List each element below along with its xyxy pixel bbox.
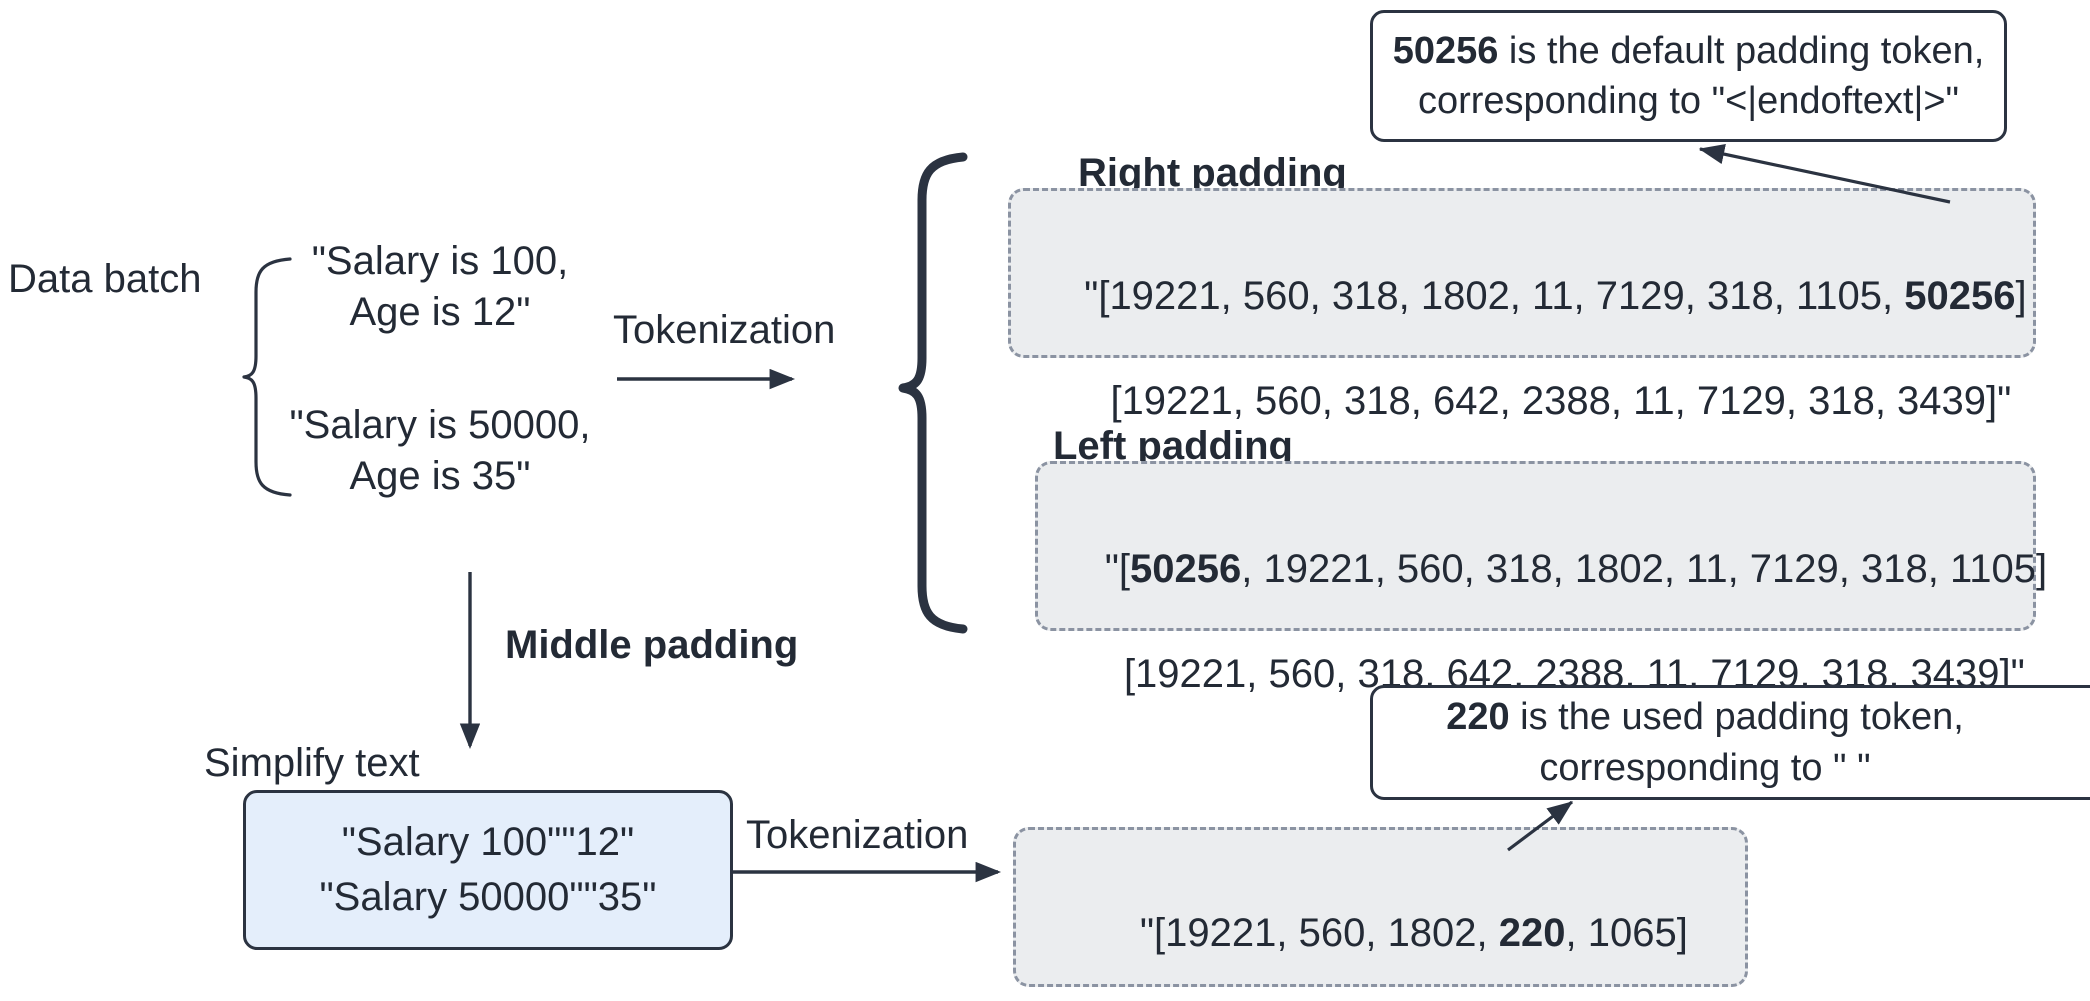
callout-bottom-line2: corresponding to " " [1539, 746, 1871, 789]
middle-padding-line1-post: , 1065] [1565, 910, 1688, 955]
middle-padding-token-highlight: 220 [1498, 910, 1566, 955]
simplified-text-box: "Salary 100""12" "Salary 50000""35" [243, 790, 733, 950]
callout-bottom-bold: 220 [1446, 696, 1510, 739]
callout-top-text: 50256 is the default padding token, corre… [1393, 26, 1985, 126]
tokenization-label-bottom: Tokenization [746, 813, 969, 857]
data-sample-2: "Salary is 50000, Age is 35" [289, 403, 591, 499]
simplify-text-label: Simplify text [204, 741, 420, 785]
callout-top-line2: corresponding to "<|endoftext|>" [1417, 80, 1960, 122]
callout-default-padding-token: 50256 is the default padding token, corre… [1370, 10, 2007, 142]
left-padding-line1-post: , 19221, 560, 318, 1802, 11, 7129, 318, … [1241, 546, 2048, 591]
right-padding-line2: [19221, 560, 318, 642, 2388, 11, 7129, 3… [1099, 379, 2012, 424]
data-sample-1: "Salary is 100, Age is 12" [311, 239, 569, 335]
left-padding-line1-pre: "[ [1104, 546, 1130, 591]
callout-bottom-text: 220 is the used padding token, correspond… [1446, 692, 2034, 792]
left-padding-token-box: "[50256, 19221, 560, 318, 1802, 11, 7129… [1035, 461, 2047, 696]
right-padding-tokens: "[19221, 560, 318, 1802, 11, 7129, 318, … [1011, 217, 2033, 481]
right-padding-token-highlight: 50256 [1904, 273, 2016, 318]
data-batch-label: Data batch [8, 257, 202, 301]
tokenization-label-top: Tokenization [613, 308, 836, 352]
middle-padding-tokens: "[19221, 560, 1802, 220, 1065] [19221, 5… [1016, 854, 1745, 1001]
right-padding-line1-pre: "[19221, 560, 318, 1802, 11, 7129, 318, … [1084, 273, 1905, 318]
simplified-text-value: "Salary 100""12" "Salary 50000""35" [319, 819, 657, 919]
callout-top-rest: is the default padding token, [1498, 29, 1985, 72]
middle-padding-line1-pre: "[19221, 560, 1802, [1139, 910, 1499, 955]
padding-group-brace [898, 152, 968, 634]
callout-bottom-rest: is the used padding token, [1509, 696, 1964, 739]
right-padding-heading: Right padding [1078, 151, 1347, 195]
callout-used-padding-token: 220 is the used padding token, correspond… [1370, 685, 2090, 800]
middle-padding-label: Middle padding [505, 623, 799, 667]
middle-padding-token-box: "[19221, 560, 1802, 220, 1065] [19221, 5… [1013, 827, 1748, 987]
right-padding-token-box: "[19221, 560, 318, 1802, 11, 7129, 318, … [1008, 188, 2036, 423]
right-padding-line1-post: ] [2015, 273, 2027, 318]
callout-top-bold: 50256 [1392, 29, 1499, 72]
left-padding-token-highlight: 50256 [1130, 546, 1242, 591]
left-padding-heading: Left padding [1053, 424, 1293, 468]
